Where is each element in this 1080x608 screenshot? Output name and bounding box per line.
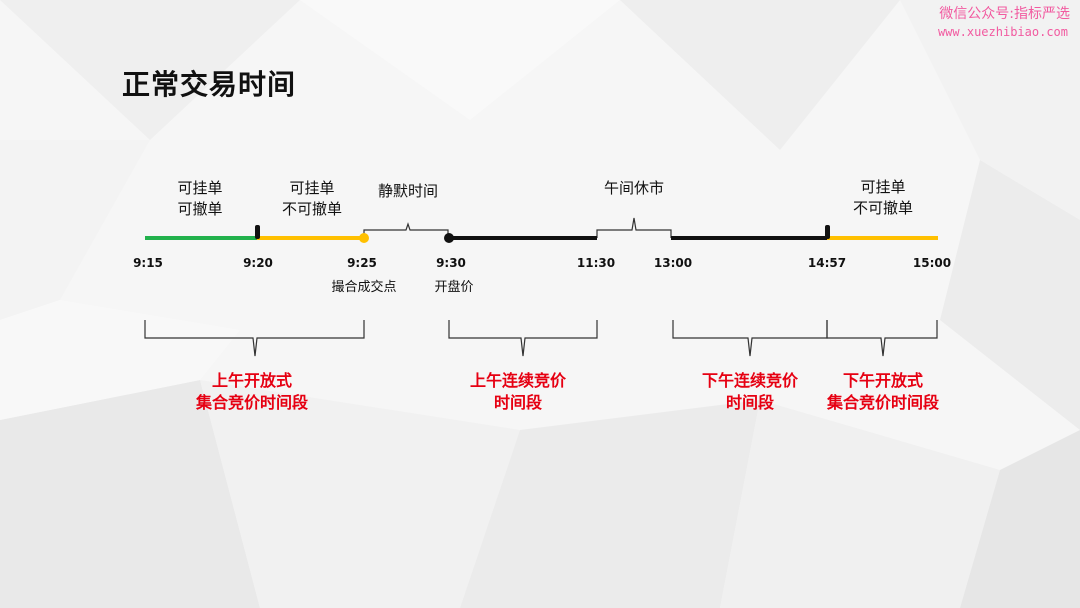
seg2-label-line2: 不可撤单 — [282, 200, 342, 218]
seg-last-label-line2: 不可撤单 — [853, 199, 913, 217]
morning-call-brace — [144, 320, 365, 357]
time-label: 9:30 — [436, 256, 466, 270]
page-title: 正常交易时间 — [122, 68, 297, 101]
morning-continuous-brace — [448, 320, 598, 357]
marker-925-dot — [359, 233, 369, 243]
quiet-period-label: 静默时间 — [378, 182, 438, 200]
lunch-break-label: 午间休市 — [604, 179, 664, 197]
period-afternoon-call-line2: 集合竞价时间段 — [826, 393, 940, 412]
seg1-label-line2: 可撤单 — [177, 200, 222, 218]
marker-920 — [255, 225, 260, 239]
watermark-account: 微信公众号:指标严选 — [939, 6, 1070, 22]
time-label: 9:15 — [133, 256, 163, 270]
afternoon-continuous-brace — [672, 320, 828, 357]
lunch-break-brace — [596, 217, 672, 238]
period-morning-call-line2: 集合竞价时间段 — [195, 393, 309, 412]
watermark-url: www.xuezhibiao.com — [937, 25, 1068, 39]
match-point-note: 撮合成交点 — [331, 279, 396, 295]
time-label: 9:25 — [347, 256, 377, 270]
seg-last-label-line1: 可挂单 — [860, 178, 905, 196]
time-label: 14:57 — [808, 256, 846, 270]
period-afternoon-continuous-line1: 下午连续竞价 — [702, 371, 799, 390]
marker-930-dot — [444, 233, 454, 243]
open-price-note: 开盘价 — [434, 279, 473, 295]
marker-1457 — [825, 225, 830, 239]
period-morning-call-line1: 上午开放式 — [212, 371, 292, 390]
time-label: 11:30 — [577, 256, 615, 270]
afternoon-call-brace — [826, 320, 938, 357]
seg2-label-line1: 可挂单 — [289, 179, 334, 197]
period-afternoon-continuous-line2: 时间段 — [726, 393, 775, 412]
seg1-label-line1: 可挂单 — [177, 179, 222, 197]
time-label: 13:00 — [654, 256, 692, 270]
period-morning-continuous-line2: 时间段 — [494, 393, 543, 412]
period-afternoon-call-line1: 下午开放式 — [843, 371, 923, 390]
time-label: 15:00 — [913, 256, 951, 270]
quiet-period-brace — [363, 222, 449, 238]
period-morning-continuous-line1: 上午连续竞价 — [470, 371, 567, 390]
time-label: 9:20 — [243, 256, 273, 270]
